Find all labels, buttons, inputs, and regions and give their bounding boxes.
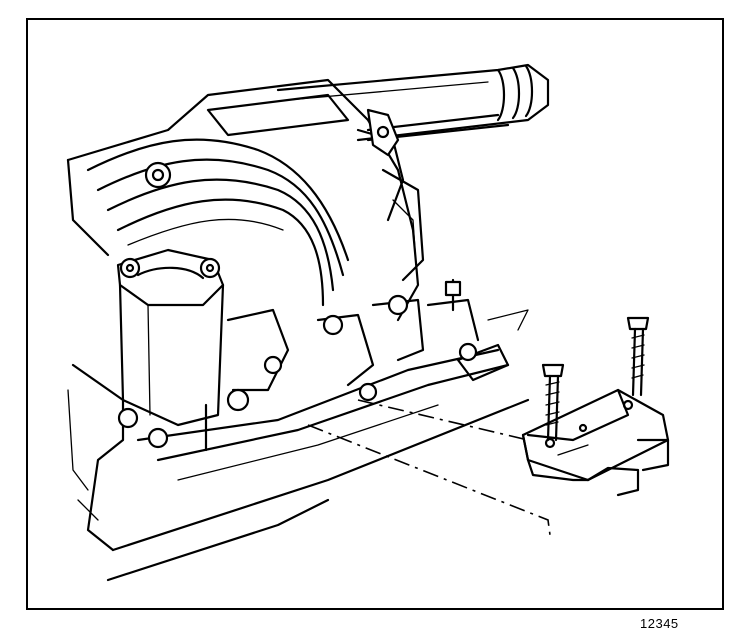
mounting-bracket <box>521 388 670 497</box>
bolt-icon <box>626 316 650 397</box>
figure-number: 12345 <box>640 616 679 631</box>
throttle-body <box>116 248 225 427</box>
engine-component-illustration <box>66 63 670 582</box>
drive-shaft-assembly <box>276 63 550 142</box>
alignment-leader-line <box>307 399 551 536</box>
engine-block-base <box>67 278 530 582</box>
bolt-icon <box>541 363 565 442</box>
figure-frame <box>26 18 724 610</box>
intake-housing <box>66 78 425 322</box>
